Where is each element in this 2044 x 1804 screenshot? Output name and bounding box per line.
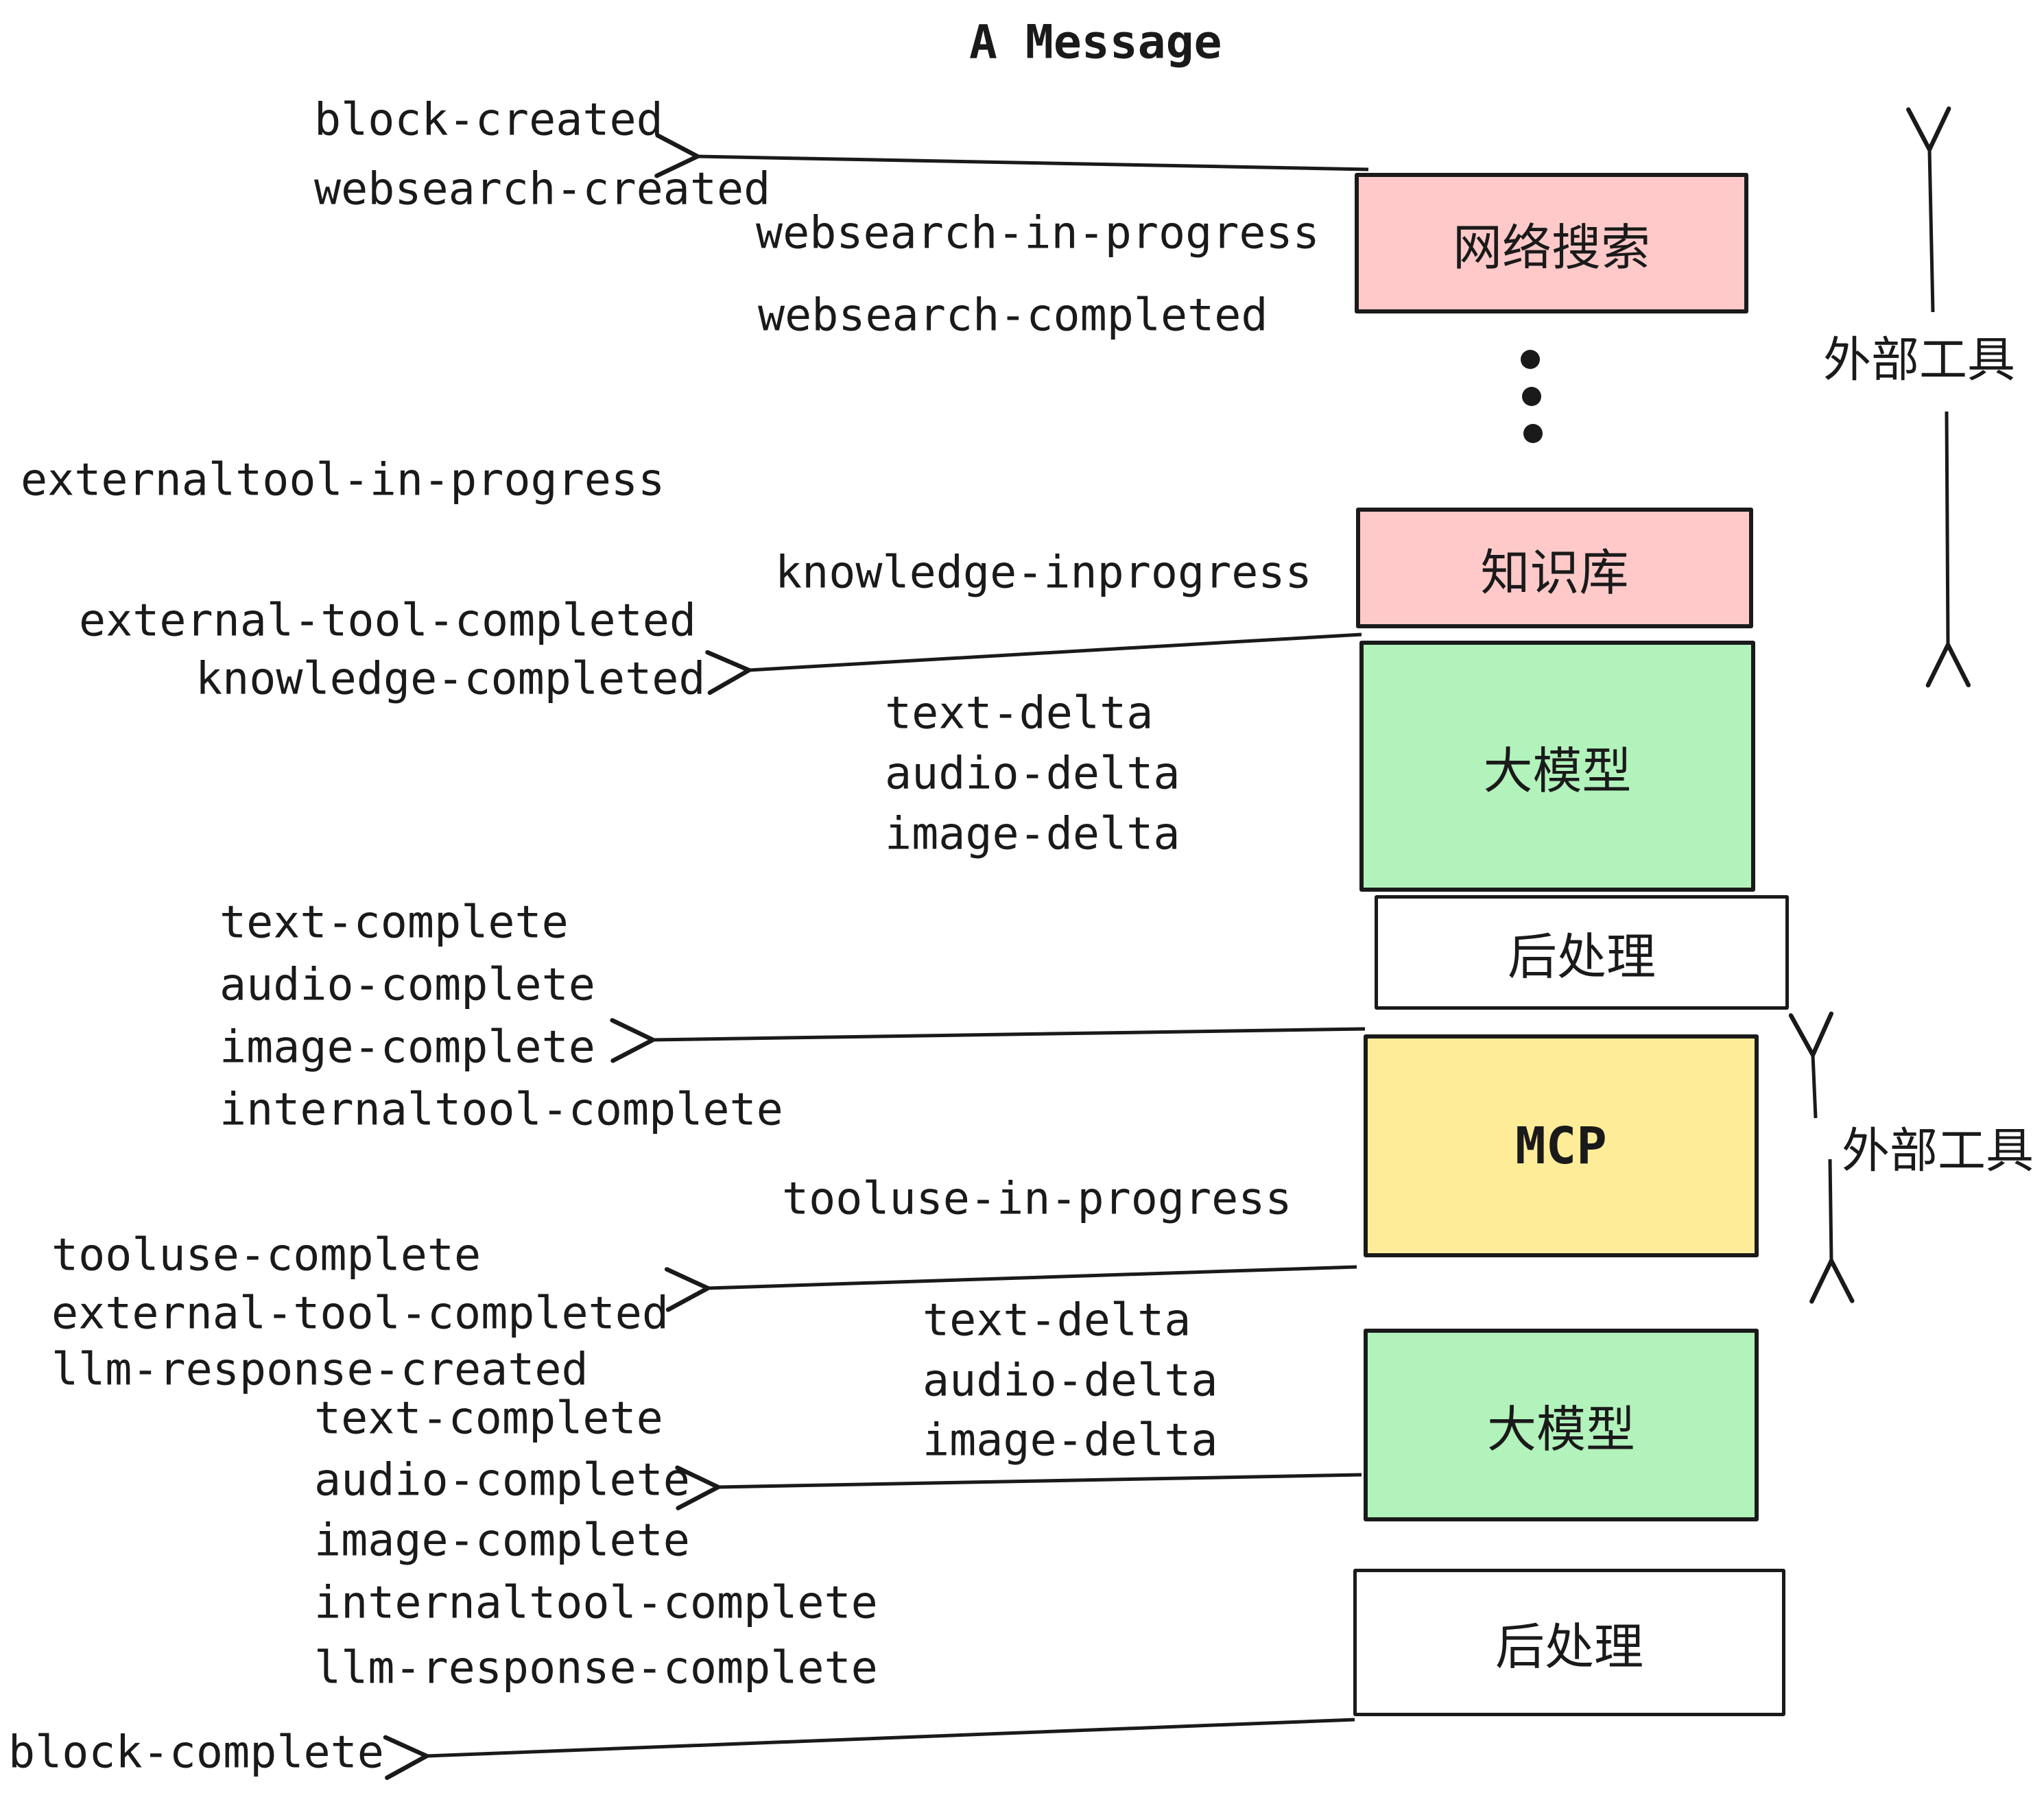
external-tools-label-top: 外部工具 (1823, 331, 2015, 388)
event-websearch-created: websearch-created (314, 163, 771, 215)
arrow-mcp-up (1788, 1011, 1834, 1119)
event-knowledge-completed: knowledge-completed (195, 653, 706, 705)
event-llm-response-complete: llm-response-complete (314, 1642, 878, 1694)
arrow-image-complete (610, 1018, 1366, 1063)
arrow-block-complete (383, 1718, 1355, 1780)
post-box-2-label: 后处理 (1495, 1618, 1643, 1676)
knowledge-box: 知识库 (1356, 508, 1753, 628)
event-websearch-in-progress: websearch-in-progress (756, 207, 1320, 259)
page-title: A Message (969, 15, 1222, 70)
llm-box-2-label: 大模型 (1486, 1401, 1635, 1458)
event-llm-response-created: llm-response-created (51, 1344, 589, 1396)
arrow-knowledge-completed (705, 632, 1362, 696)
arrow-external-tools-down (1925, 411, 1971, 688)
event-audio-complete-1: audio-complete (219, 959, 595, 1011)
event-text-delta-2: text-delta (923, 1294, 1191, 1346)
event-image-complete-1: image-complete (219, 1021, 595, 1073)
arrow-mcp-down (1809, 1159, 1855, 1304)
llm-box-1-label: 大模型 (1483, 741, 1632, 800)
ellipsis-dot (1521, 350, 1540, 369)
event-audio-delta-2: audio-delta (923, 1355, 1218, 1407)
event-text-complete-2: text-complete (314, 1392, 663, 1445)
event-audio-complete-2: audio-complete (314, 1454, 690, 1506)
arrow-external-tools-up (1906, 106, 1951, 313)
event-block-created: block-created (314, 94, 663, 146)
arrow-block-created (654, 133, 1369, 178)
websearch-box: 网络搜索 (1355, 173, 1748, 313)
event-external-tool-completed-1: external-tool-completed (79, 595, 697, 647)
arrow-audio-complete (675, 1465, 1362, 1510)
event-image-complete-2: image-complete (314, 1515, 690, 1567)
event-internaltool-complete-1: internaltool-complete (219, 1084, 783, 1136)
websearch-box-label: 网络搜索 (1452, 219, 1650, 276)
ellipsis-dot (1523, 424, 1543, 443)
event-text-complete-1: text-complete (219, 897, 569, 949)
ellipsis-dot (1522, 387, 1541, 406)
mcp-box: MCP (1364, 1034, 1759, 1257)
mcp-box-label: MCP (1515, 1116, 1607, 1176)
llm-box-1: 大模型 (1359, 641, 1755, 892)
event-externaltool-in-progress: externaltool-in-progress (21, 454, 665, 506)
event-tooluse-in-progress: tooluse-in-progress (782, 1173, 1292, 1225)
event-text-delta-1: text-delta (885, 687, 1154, 739)
arrow-tooluse-complete (664, 1265, 1357, 1312)
event-internaltool-complete-2: internaltool-complete (314, 1577, 878, 1629)
post-box-1-label: 后处理 (1507, 928, 1656, 986)
llm-box-2: 大模型 (1364, 1329, 1759, 1521)
knowledge-box-label: 知识库 (1480, 543, 1629, 602)
event-image-delta-1: image-delta (885, 808, 1180, 860)
post-box-1: 后处理 (1375, 895, 1789, 1010)
event-image-delta-2: image-delta (923, 1414, 1218, 1467)
event-audio-delta-1: audio-delta (885, 748, 1180, 800)
event-external-tool-completed-2: external-tool-completed (51, 1287, 669, 1340)
post-box-2: 后处理 (1353, 1569, 1785, 1716)
external-tools-label-mcp: 外部工具 (1842, 1122, 2034, 1179)
event-tooluse-complete: tooluse-complete (51, 1229, 482, 1281)
event-knowledge-inprogress: knowledge-inprogress (775, 547, 1312, 599)
event-block-complete: block-complete (8, 1726, 384, 1779)
event-websearch-completed: websearch-completed (758, 289, 1268, 342)
